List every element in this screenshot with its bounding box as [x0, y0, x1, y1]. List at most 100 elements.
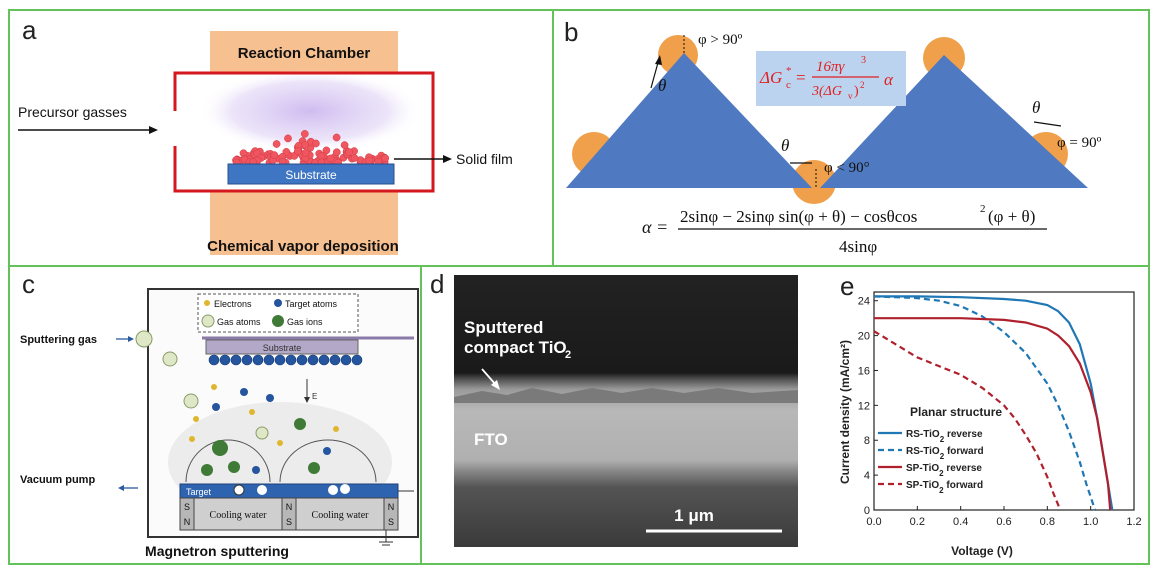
target-atom: [212, 403, 220, 411]
deposited-atom: [274, 354, 286, 366]
gibbs-eq: =: [796, 68, 806, 87]
magnetic-field-right: [279, 439, 377, 483]
deposit-particle: [282, 148, 291, 156]
cvd-diagram: Substrate Reaction Chamber Precursor gas…: [18, 31, 513, 255]
alpha-lhs: α =: [642, 217, 668, 237]
deposited-atom: [351, 354, 363, 366]
deposit-particle: [332, 148, 341, 157]
legend-electrons: Electrons: [214, 299, 252, 309]
deposit-particles: [232, 130, 390, 167]
legend-box: Electrons Target atoms Gas atoms Gas ion…: [197, 293, 359, 333]
vacuum-pump-label: Vacuum pump: [20, 474, 95, 486]
tio2-annotation: compact TiO: [464, 338, 567, 357]
sputtered-annotation: Sputtered: [464, 318, 543, 337]
series-line-3: [874, 317, 1112, 511]
electron: [193, 416, 199, 422]
alpha-num-end: (φ + θ): [988, 207, 1035, 226]
legend-gas-ion-icon: [272, 315, 284, 327]
legend-electron-icon: [204, 300, 210, 306]
gas-atom: [162, 351, 178, 367]
gibbs-den-sub: v: [848, 91, 853, 101]
electron: [277, 440, 283, 446]
panel-a-cvd: a Substrate Reaction Chamber Precursor g…: [8, 9, 554, 267]
magnet-center: [281, 497, 297, 531]
angle-right-label: φ = 90º: [1057, 135, 1102, 151]
alpha-formula: α = 2sinφ − 2sinφ sin(φ + θ) − cosθcos 2…: [642, 203, 1047, 256]
deposit-particle: [272, 140, 281, 148]
deposited-atom: [318, 354, 330, 366]
y-tick-label: 20: [858, 331, 870, 343]
legend-entry: SP-TiO2 reverse: [906, 463, 982, 478]
substrate-label: Substrate: [263, 343, 302, 353]
panel-d-e: d Sputtered compact TiO 2 FTO 1 μm e: [420, 265, 1150, 565]
gibbs-sub: c: [786, 79, 791, 91]
y-tick-label: 0: [864, 505, 870, 517]
magnet-pole: N: [184, 517, 191, 527]
target-spot: [257, 485, 267, 495]
substrate-holder: [205, 339, 359, 355]
precursor-arrowhead: [149, 126, 158, 134]
deposit-particle: [312, 139, 320, 148]
deposit-particle: [340, 141, 349, 149]
cooling-water-right: Cooling water: [312, 510, 370, 521]
annotation-arrow: [481, 368, 497, 386]
magnet-pole: N: [388, 502, 395, 512]
legend-gas-atoms: Gas atoms: [217, 317, 261, 327]
deposited-atom: [263, 354, 275, 366]
gas-atom: [135, 330, 153, 348]
panel-e-label: e: [840, 271, 855, 301]
film-arrowhead: [443, 155, 452, 163]
precursor-label: Precursor gasses: [18, 104, 127, 120]
target-label: Target: [186, 487, 212, 497]
deposit-particle: [270, 151, 279, 159]
deposit-particle: [345, 148, 353, 157]
x-tick-label: 0.6: [996, 516, 1011, 528]
series-line-2: [873, 295, 1097, 511]
sputtering-caption: Magnetron sputtering: [145, 543, 289, 559]
x-tick-label: 1.2: [1126, 516, 1141, 528]
x-tick-label: 0.4: [953, 516, 968, 528]
gibbs-alpha: α: [884, 70, 894, 89]
legend-entry: RS-TiO2 reverse: [906, 429, 983, 444]
legend-gas-ions: Gas ions: [287, 317, 323, 327]
gibbs-den-sup: 2: [860, 80, 865, 90]
sem-micrograph: [454, 275, 798, 547]
sem-image: Sputtered compact TiO 2 FTO 1 μm: [454, 275, 798, 547]
angle-mid-label: φ < 90°: [824, 160, 870, 176]
magnet-pole: S: [388, 517, 394, 527]
gibbs-num-sup: 3: [861, 55, 866, 66]
theta-vector-right: [1033, 121, 1062, 127]
gibbs-sup: *: [786, 65, 792, 77]
series-line-1: [874, 295, 1114, 511]
target-spot: [233, 484, 245, 496]
electron: [189, 436, 195, 442]
electron: [211, 384, 217, 390]
film-label: Solid film: [456, 151, 513, 167]
legend-entry: RS-TiO2 forward: [906, 446, 984, 461]
gibbs-lhs: ΔG: [759, 68, 782, 87]
series-line-4: [873, 330, 1062, 511]
gas-ion: [308, 462, 320, 474]
gas-ion: [201, 464, 213, 476]
scale-bar-label: 1 μm: [674, 506, 714, 525]
y-tick-label: 8: [864, 435, 870, 447]
deposit-particle: [350, 154, 359, 162]
panel-d-label: d: [430, 269, 445, 299]
deposit-particle: [332, 133, 341, 142]
field-arrowhead: [304, 397, 310, 403]
target-atom: [252, 466, 260, 474]
theta-vector-left-head: [655, 55, 662, 65]
magnet-right: [383, 497, 399, 531]
gas-inlet-arrowhead: [128, 336, 134, 342]
cooling-water-left: Cooling water: [210, 510, 268, 521]
legend-entry: SP-TiO2 forward: [906, 480, 983, 495]
legend-target-atom-icon: [274, 299, 282, 307]
deposited-atom: [329, 354, 341, 366]
panel-c-sputtering: c Electrons Target atoms Gas atoms Gas i…: [8, 265, 422, 565]
deposited-atom: [285, 354, 297, 366]
alpha-den: 4sinφ: [839, 237, 877, 256]
panel-c-label: c: [22, 269, 35, 299]
cvd-caption: Chemical vapor deposition: [207, 238, 399, 255]
